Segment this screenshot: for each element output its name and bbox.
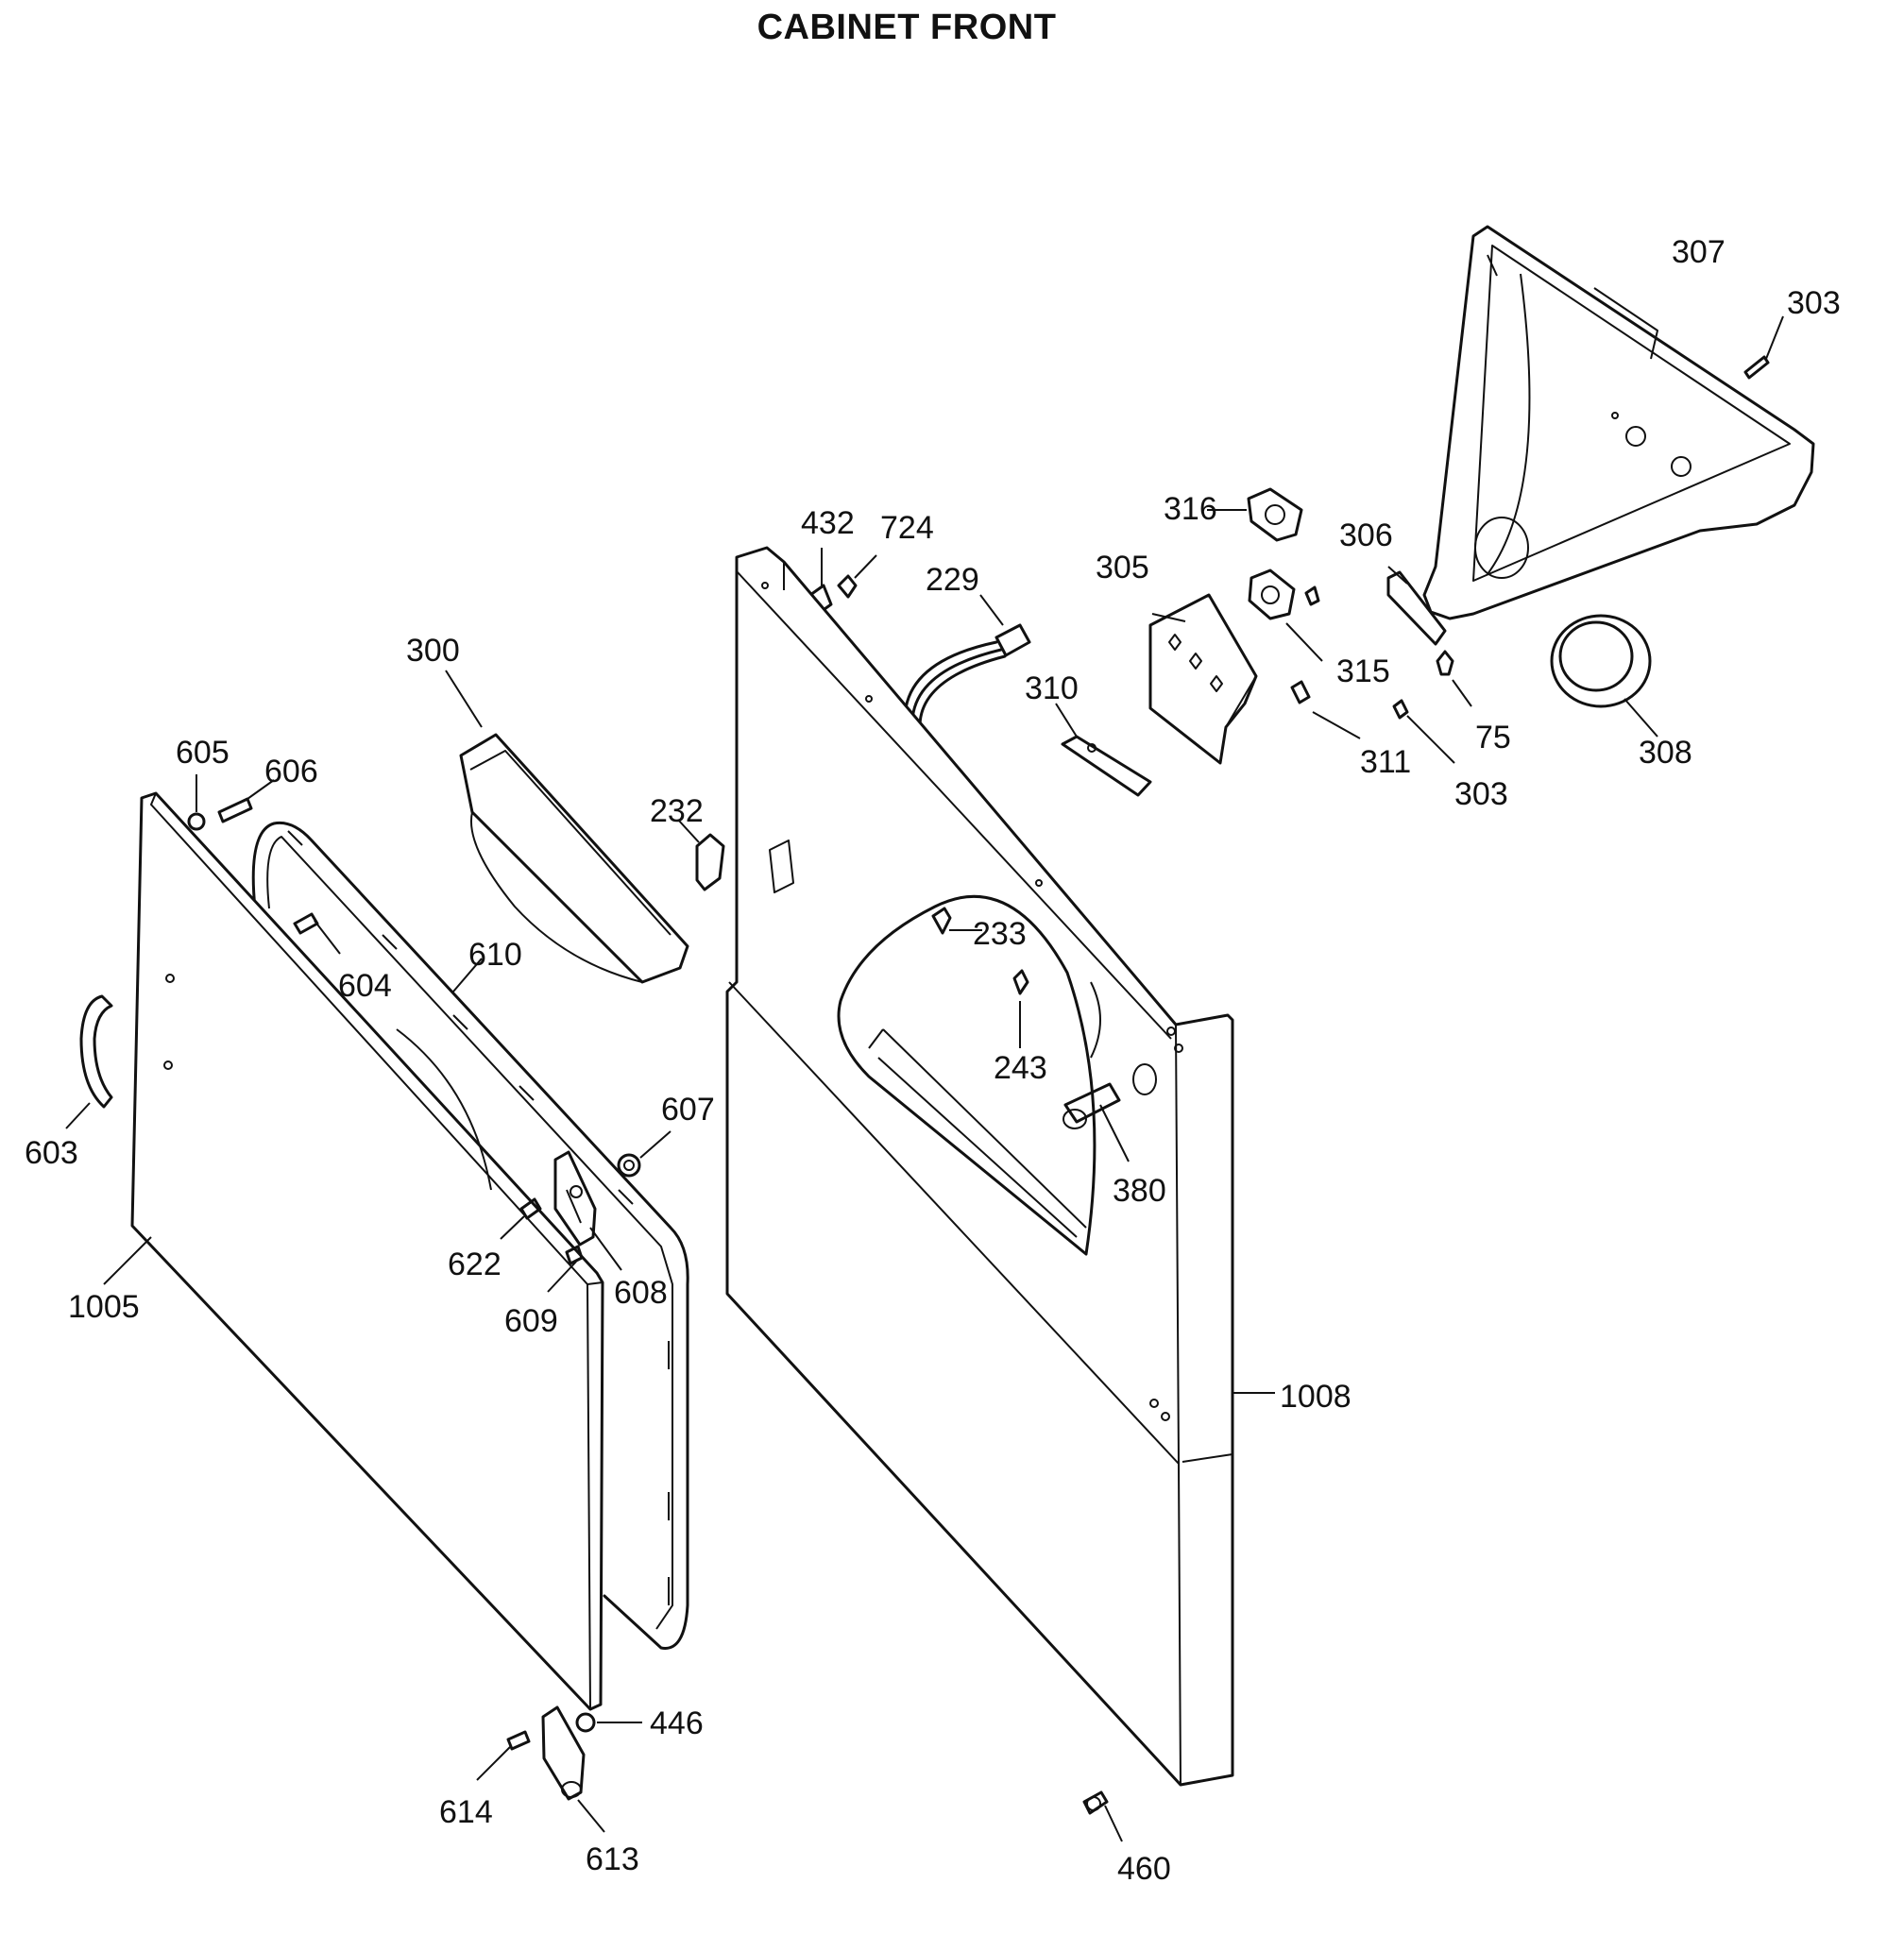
callout-1005: 1005 bbox=[68, 1289, 140, 1325]
part-622-screw bbox=[500, 1197, 542, 1240]
callout-305: 305 bbox=[1096, 550, 1149, 585]
part-606-bumper bbox=[217, 779, 275, 823]
callout-303: 303 bbox=[1787, 285, 1841, 321]
part-243-screw bbox=[1012, 969, 1029, 1048]
part-446-washer bbox=[575, 1712, 642, 1733]
part-303-screw-lower bbox=[1392, 699, 1455, 764]
callout-432: 432 bbox=[801, 505, 855, 541]
part-308-seal-ring bbox=[1550, 614, 1658, 738]
callout-1008: 1008 bbox=[1280, 1379, 1352, 1415]
callout-609: 609 bbox=[504, 1303, 558, 1339]
part-614-screw bbox=[476, 1730, 531, 1781]
callout-622: 622 bbox=[448, 1247, 502, 1282]
callout-306: 306 bbox=[1339, 517, 1393, 553]
callout-316: 316 bbox=[1164, 491, 1217, 527]
callout-607: 607 bbox=[661, 1092, 715, 1128]
part-609-screw bbox=[547, 1245, 584, 1293]
part-229-wire-harness bbox=[903, 594, 1031, 727]
part-316-thermostat bbox=[1207, 487, 1303, 542]
page-title: CABINET FRONT bbox=[756, 8, 1057, 47]
part-307-bulkhead bbox=[1422, 225, 1815, 620]
callout-315: 315 bbox=[1336, 653, 1390, 689]
callout-460: 460 bbox=[1117, 1851, 1171, 1887]
callout-724: 724 bbox=[880, 510, 934, 546]
part-724-screw bbox=[837, 554, 877, 599]
callout-300: 300 bbox=[406, 633, 460, 669]
callout-229: 229 bbox=[926, 562, 979, 598]
part-460-screw bbox=[1082, 1790, 1123, 1842]
callout-614: 614 bbox=[439, 1794, 493, 1830]
callout-232: 232 bbox=[650, 793, 704, 829]
callout-608: 608 bbox=[614, 1275, 668, 1311]
callout-446: 446 bbox=[650, 1705, 704, 1741]
callout-243: 243 bbox=[994, 1050, 1047, 1086]
part-610-door-gasket bbox=[251, 821, 689, 1650]
part-1005-door-panel bbox=[103, 791, 604, 1711]
part-315-thermostat bbox=[1248, 568, 1323, 662]
callout-604: 604 bbox=[338, 968, 392, 1004]
callout-605: 605 bbox=[176, 735, 230, 771]
part-305-bracket bbox=[1148, 593, 1258, 765]
part-608-hinge bbox=[553, 1150, 622, 1271]
callout-610: 610 bbox=[468, 937, 522, 973]
callout-603: 603 bbox=[25, 1135, 78, 1171]
callout-308: 308 bbox=[1639, 735, 1692, 771]
callout-307: 307 bbox=[1672, 234, 1726, 270]
part-232-switch bbox=[677, 819, 725, 891]
part-306-bracket bbox=[1386, 566, 1447, 646]
callout-311: 311 bbox=[1360, 744, 1411, 780]
part-613-lower-hinge bbox=[541, 1705, 605, 1833]
part-603-handle bbox=[65, 994, 113, 1129]
part-300-lint-filter bbox=[445, 670, 689, 984]
callout-380: 380 bbox=[1113, 1173, 1166, 1209]
part-380-socket bbox=[1062, 1082, 1130, 1162]
part-311-clip bbox=[1290, 680, 1361, 739]
part-233-screw bbox=[931, 907, 982, 935]
callout-303: 303 bbox=[1454, 776, 1508, 812]
part-605-washer bbox=[187, 774, 206, 831]
callout-75: 75 bbox=[1475, 720, 1511, 755]
callout-310: 310 bbox=[1025, 670, 1079, 706]
part-607-washer bbox=[617, 1130, 672, 1178]
callout-613: 613 bbox=[586, 1841, 639, 1877]
callout-606: 606 bbox=[264, 754, 318, 789]
part-75-screw bbox=[1436, 650, 1472, 707]
part-604-screw bbox=[293, 912, 341, 955]
callout-233: 233 bbox=[973, 916, 1027, 952]
part-1008-front-panel bbox=[725, 546, 1275, 1787]
part-303-screw-top bbox=[1743, 315, 1784, 380]
part-310-strap bbox=[1055, 703, 1152, 797]
